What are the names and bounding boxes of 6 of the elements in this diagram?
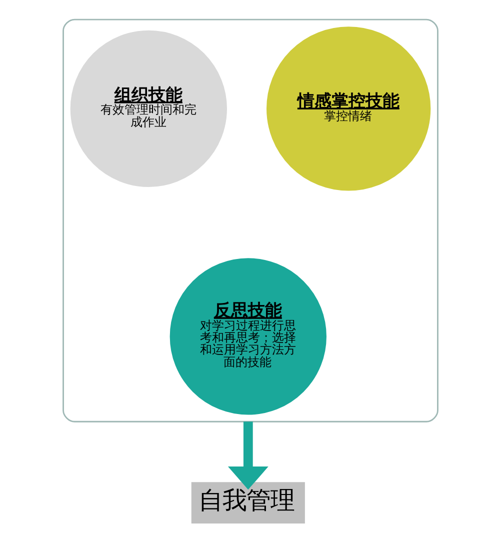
node-box: 自我管理 [190,482,304,524]
arrow [227,422,268,490]
node-circle: 反思技能 对学习过程进行思考和再思考；选择和运用学习方法方面的技能 [169,258,326,415]
node-circle: 情感掌控技能 掌控情绪 [266,26,430,191]
cluster [62,18,438,422]
node-circle: 组织技能 有效管理时间和完成作业 [70,30,226,187]
